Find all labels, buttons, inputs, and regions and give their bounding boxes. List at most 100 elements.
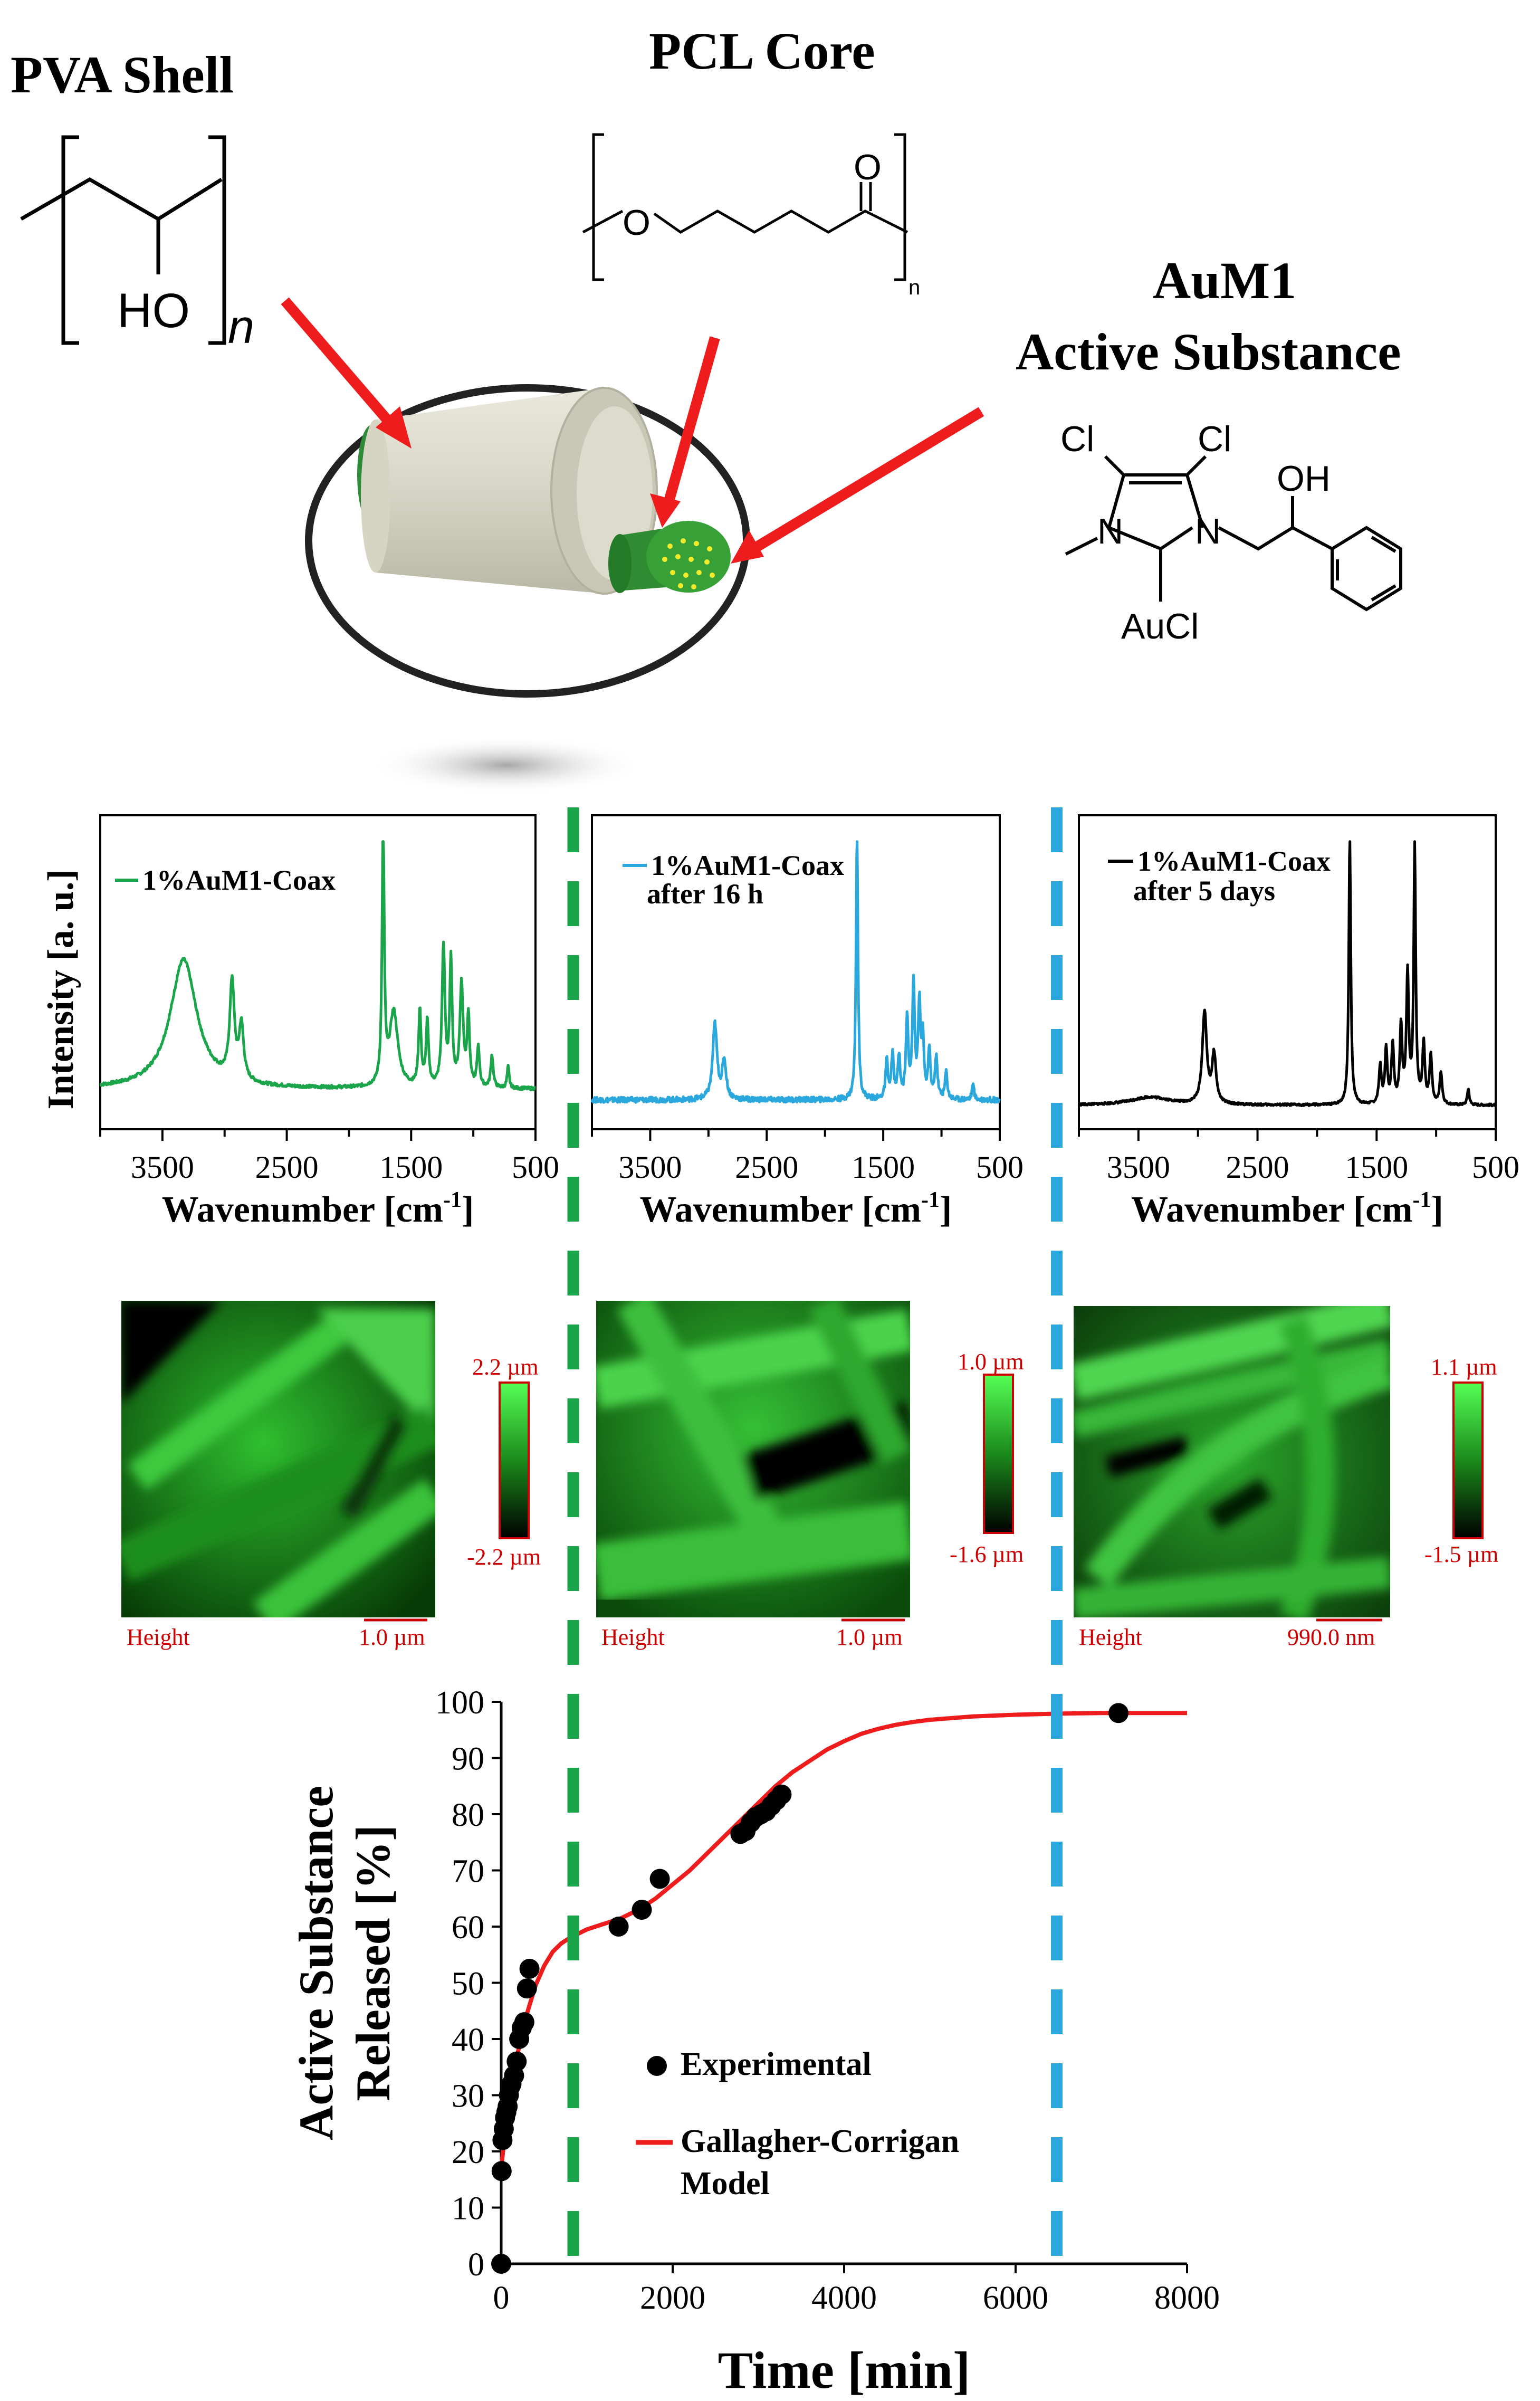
colorbar-1-max: 2.2 µm — [472, 1354, 539, 1380]
afm-3-scale-label: 990.0 nm — [1287, 1624, 1375, 1650]
release-legend: Experimental Gallagher-Corrigan Model — [636, 2046, 959, 2202]
legend-model-label-line2: Model — [681, 2166, 770, 2202]
aum1-n-right: N — [1195, 511, 1221, 551]
spectrum-tick-label: 3500 — [131, 1150, 194, 1185]
spectrum-panel-frame — [1078, 814, 1497, 1130]
release-y-label-line1: Active Substance — [289, 1786, 343, 2140]
release-x-tick-label: 6000 — [983, 2280, 1048, 2316]
pva-structure — [20, 135, 226, 345]
afm-image-1 — [121, 1301, 435, 1617]
fiber-illustration — [305, 384, 750, 794]
experimental-point — [514, 2012, 534, 2033]
afm-1-height-label: Height — [127, 1624, 190, 1650]
release-x-tick-label: 0 — [493, 2280, 510, 2316]
spectrum-line — [1078, 840, 1497, 1108]
red-arrows — [281, 297, 984, 564]
legend-model-label-line1: Gallagher-Corrigan — [681, 2123, 959, 2159]
pva-ho-label: HO — [117, 284, 190, 338]
spectrum-x-axis-label: Wavenumber [cm-1] — [1131, 1188, 1443, 1230]
spectrum-tick-label: 3500 — [1107, 1150, 1170, 1185]
experimental-point — [491, 2254, 511, 2274]
colorbar-1-min: -2.2 µm — [467, 1544, 541, 1570]
pcl-o-ether: O — [623, 203, 651, 243]
colorbar-2-min: -1.6 µm — [950, 1541, 1024, 1567]
release-chart: Active Substance Released [%] Time [min]… — [289, 1685, 1220, 2399]
release-y-tick-label: 20 — [452, 2135, 484, 2170]
release-y-tick-label: 10 — [452, 2191, 484, 2227]
experimental-point — [506, 2051, 527, 2072]
experimental-point — [771, 1784, 792, 1805]
experimental-point — [1108, 1703, 1128, 1723]
experimental-point — [649, 1869, 670, 1889]
pcl-o-carbonyl: O — [854, 147, 882, 187]
release-x-tick-label: 4000 — [811, 2280, 877, 2316]
spectrum-legend-label: 1%AuM1-Coax — [651, 850, 844, 881]
aum1-n-left: N — [1097, 511, 1123, 551]
spectrum-panel-frame — [591, 814, 1001, 1130]
active-substance-label: Active Substance — [1016, 322, 1401, 381]
release-x-tick-label: 2000 — [640, 2280, 705, 2316]
spectrum-line — [99, 840, 537, 1091]
afm-image-2 — [596, 1301, 910, 1617]
spectrum-tick-label: 3500 — [618, 1150, 682, 1185]
aum1-oh: OH — [1277, 459, 1331, 499]
aum1-label: AuM1 — [1153, 251, 1296, 310]
release-y-tick-label: 80 — [452, 1797, 484, 1833]
release-y-tick-label: 50 — [452, 1966, 484, 2002]
release-x-tick-label: 8000 — [1154, 2280, 1220, 2316]
experimental-point — [519, 1958, 540, 1979]
aum1-structure — [1065, 455, 1402, 612]
spectrum-tick-label: 500 — [512, 1150, 559, 1185]
afm-3-height-label: Height — [1079, 1624, 1142, 1650]
spectra-y-axis-label: Intensity [a. u.] — [41, 869, 81, 1109]
release-y-tick-label: 100 — [435, 1685, 484, 1721]
colorbar-2-max: 1.0 µm — [958, 1349, 1024, 1375]
release-y-tick-label: 60 — [452, 1910, 484, 1946]
spectrum-line — [590, 840, 1001, 1104]
afm-2-height-label: Height — [601, 1624, 665, 1650]
spectrum-tick-label: 1500 — [1345, 1150, 1408, 1185]
active-substance-dots — [662, 538, 715, 589]
release-plot: 0 10 20 30 40 50 60 70 80 90 100 0 2000 4000 6000 8000 — [435, 1685, 1220, 2316]
aum1-aucl: AuCl — [1121, 606, 1199, 646]
release-y-label-line2: Released [%] — [346, 1825, 400, 2101]
experimental-point — [516, 1978, 537, 1999]
afm-1-scale-label: 1.0 µm — [359, 1624, 425, 1650]
legend-experimental-marker — [647, 2056, 667, 2076]
spectrum-x-axis-label: Wavenumber [cm-1] — [162, 1188, 474, 1230]
spectrum-tick-label: 2500 — [255, 1150, 319, 1185]
spectrum-tick-label: 1500 — [852, 1150, 915, 1185]
spectrum-tick-label: 1500 — [379, 1150, 443, 1185]
afm-2-scale-label: 1.0 µm — [836, 1624, 903, 1650]
spectrum-legend-sublabel: after 5 days — [1133, 875, 1275, 907]
release-y-tick-label: 40 — [452, 2022, 484, 2058]
release-y-tick-label: 90 — [452, 1741, 484, 1777]
experimental-point — [608, 1917, 629, 1937]
model-curve — [499, 1711, 1187, 2169]
colorbar-3 — [1452, 1381, 1484, 1539]
legend-experimental-label: Experimental — [681, 2046, 872, 2082]
spectrum-tick-label: 2500 — [1226, 1150, 1289, 1185]
spectrum-tick-label: 500 — [1472, 1150, 1519, 1185]
release-y-tick-label: 30 — [452, 2079, 484, 2114]
pcl-structure — [582, 133, 908, 281]
spectrum-tick-label: 500 — [976, 1150, 1024, 1185]
colorbar-3-min: -1.5 µm — [1424, 1541, 1498, 1567]
aum1-cl-right: Cl — [1198, 419, 1231, 459]
colorbar-3-max: 1.1 µm — [1431, 1354, 1497, 1380]
pcl-n-subscript: n — [908, 276, 920, 299]
release-y-tick-label: 0 — [468, 2247, 484, 2283]
release-x-label: Time [min] — [718, 2341, 971, 2399]
release-y-tick-label: 70 — [452, 1854, 484, 1890]
afm-image-3 — [1074, 1306, 1390, 1617]
spectrum-tick-label: 2500 — [735, 1150, 798, 1185]
spectrum-legend-sublabel: after 16 h — [647, 878, 763, 910]
pva-shell-label: PVA Shell — [11, 45, 234, 104]
experimental-point — [632, 1900, 652, 1920]
spectrum-legend-label: 1%AuM1-Coax — [1137, 845, 1331, 877]
